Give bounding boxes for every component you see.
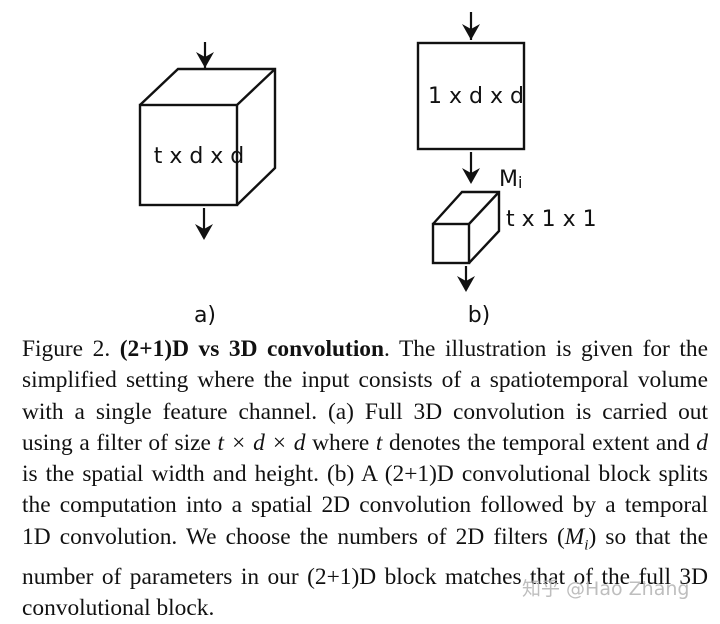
filters-count-label: Mi: [499, 167, 522, 192]
panel-a: t x d x d a): [138, 42, 277, 328]
caption-text-2: where: [305, 429, 376, 456]
figure-caption: Figure 2. (2+1)D vs 3D convolution. The …: [22, 334, 708, 624]
caption-title: (2+1)D vs 3D convolution: [119, 336, 385, 362]
arrowhead-out-a: [195, 224, 213, 240]
temporal-filter-label: t x 1 x 1: [506, 207, 597, 232]
panel-label-b: b): [468, 303, 491, 328]
panel-b: 1 x d x d Mi t x 1 x 1 b): [416, 12, 597, 328]
panel-label-a: a): [194, 303, 216, 328]
arrowhead-out-b: [457, 276, 475, 292]
arrowhead-in-b: [462, 24, 480, 40]
caption-text-5: ) so that the number of parameters in ou…: [22, 523, 708, 622]
arrowhead-mid-b: [462, 168, 480, 184]
cube-label: t x d x d: [154, 144, 245, 169]
caption-text-3: denotes the temporal extent and: [382, 429, 697, 456]
math-filter-size: t × d × d: [217, 429, 306, 456]
figure-number: Figure 2.: [22, 336, 111, 362]
math-mi: Mi: [564, 523, 589, 554]
spatial-filter-label: 1 x d x d: [428, 84, 524, 109]
arrowhead-in-a: [196, 52, 214, 68]
temporal-filter-prism: [431, 190, 501, 265]
spatial-filter-square: [416, 41, 526, 151]
math-d: d: [696, 429, 708, 456]
cube-3d: [138, 67, 277, 207]
caption-text-4: is the spatial width and height. (b) A (…: [22, 461, 708, 550]
caption-text-1: . The illustration is given for the simp…: [22, 336, 708, 456]
math-t: t: [375, 429, 383, 456]
figure-diagram: t x d x d a) 1 x d x d Mi t x 1 x 1 b): [138, 12, 597, 328]
